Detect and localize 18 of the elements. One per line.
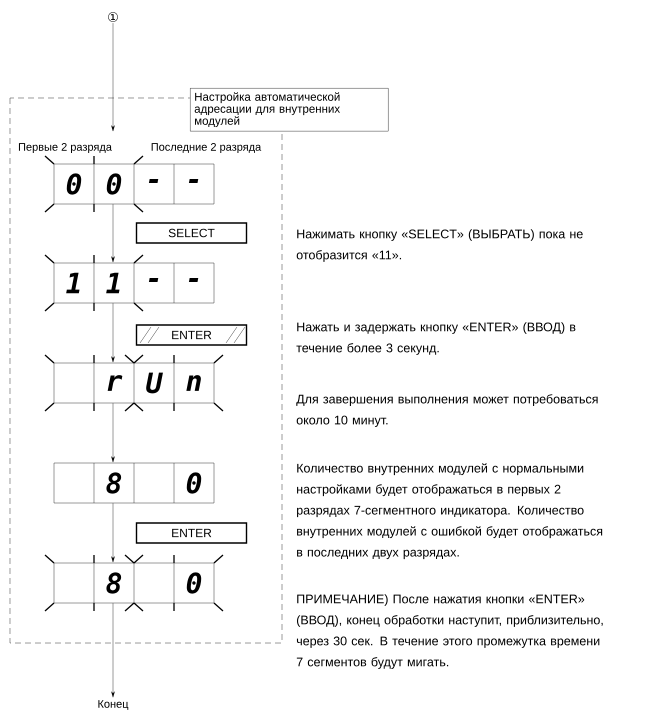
seven-segment-display: r U n: [44, 354, 224, 412]
seven-segment-display: 1 1 - -: [44, 254, 214, 312]
arrow: [111, 503, 115, 562]
end-label: Конец: [98, 700, 128, 710]
button: ENTER: [136, 324, 248, 346]
button: SELECT: [136, 222, 248, 244]
digit-group-label: Последние 2 разряда: [152, 143, 262, 153]
arrow: [111, 403, 115, 462]
button: ENTER: [136, 522, 248, 544]
arrow: [111, 22, 115, 132]
seven-segment-display: 8 0: [54, 462, 214, 504]
arrow: [111, 603, 115, 698]
seven-segment-display: 0 0 - -: [44, 155, 214, 213]
step-marker: ①: [108, 12, 118, 22]
seven-segment-display: 8 0: [44, 554, 224, 612]
arrow: [111, 303, 115, 362]
arrow: [111, 204, 115, 262]
digit-group-label: Первые 2 разряда: [18, 143, 112, 153]
